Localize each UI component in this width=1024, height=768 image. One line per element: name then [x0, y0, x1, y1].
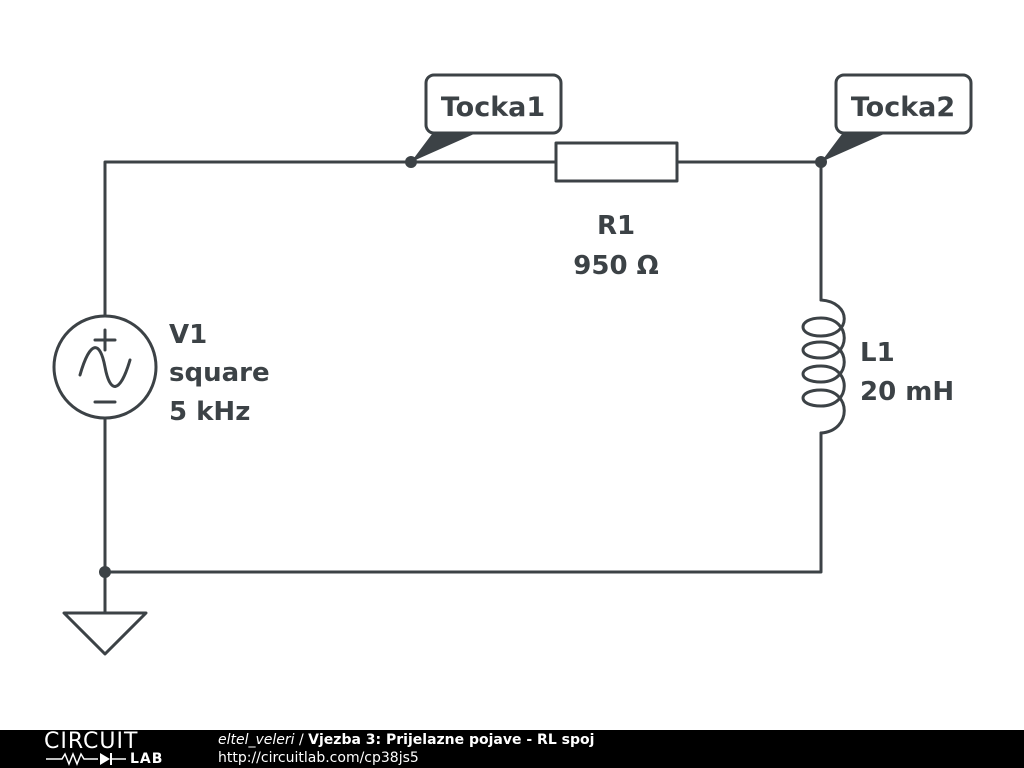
- flag-box-tocka2: [834, 73, 973, 135]
- logo-lab-text: LAB: [130, 751, 164, 767]
- net-flag-tocka1[interactable]: Tocka1: [411, 73, 563, 162]
- inductor-name-label: L1: [860, 338, 895, 368]
- footer-bar: CIRCUIT LAB eltel_veleri / Vjezba 3: Pri…: [0, 730, 1024, 768]
- schematic-diagram: V1 square 5 kHz R1 950 Ω L1 20 mH Tocka1…: [52, 73, 973, 656]
- circuitlab-logo[interactable]: CIRCUIT LAB: [44, 730, 174, 768]
- wire-top-left: [103, 160, 558, 317]
- inductor-value-label: 20 mH: [860, 377, 954, 407]
- flag-label-tocka1: Tocka1: [441, 92, 545, 123]
- net-flag-tocka2[interactable]: Tocka2: [821, 73, 973, 162]
- footer-separator: /: [294, 732, 309, 748]
- source-sine-wave: [78, 346, 132, 388]
- resistor-name-label: R1: [597, 211, 635, 241]
- flag-box-tocka1: [424, 73, 563, 135]
- source-frequency-label: 5 kHz: [169, 397, 250, 427]
- source-type-label: square: [169, 358, 270, 388]
- footer-circuit-title[interactable]: Vjezba 3: Prijelazne pojave - RL spoj: [308, 732, 595, 748]
- flag-pointer-tocka2: [821, 134, 884, 162]
- resistor-value-label: 950 Ω: [573, 251, 658, 281]
- flag-pointer-tocka1: [411, 134, 474, 162]
- footer-url[interactable]: http://circuitlab.com/cp38js5: [218, 750, 419, 766]
- resistor-r1[interactable]: [554, 141, 679, 183]
- logo-resistor-diode-icon: [46, 751, 126, 767]
- flag-label-tocka2: Tocka2: [851, 92, 955, 123]
- wire-bottom: [103, 416, 823, 574]
- footer-author-link[interactable]: eltel_veleri: [218, 732, 295, 748]
- node-dot-ground: [99, 566, 111, 578]
- source-name-label: V1: [169, 320, 207, 350]
- inductor-l1[interactable]: [801, 298, 846, 435]
- logo-circuit-text: CIRCUIT: [44, 729, 139, 754]
- voltage-source-v1[interactable]: [52, 314, 158, 420]
- footer-title-line: eltel_veleri / Vjezba 3: Prijelazne poja…: [218, 731, 594, 749]
- source-circle: [52, 314, 158, 420]
- ground-symbol[interactable]: [62, 611, 148, 656]
